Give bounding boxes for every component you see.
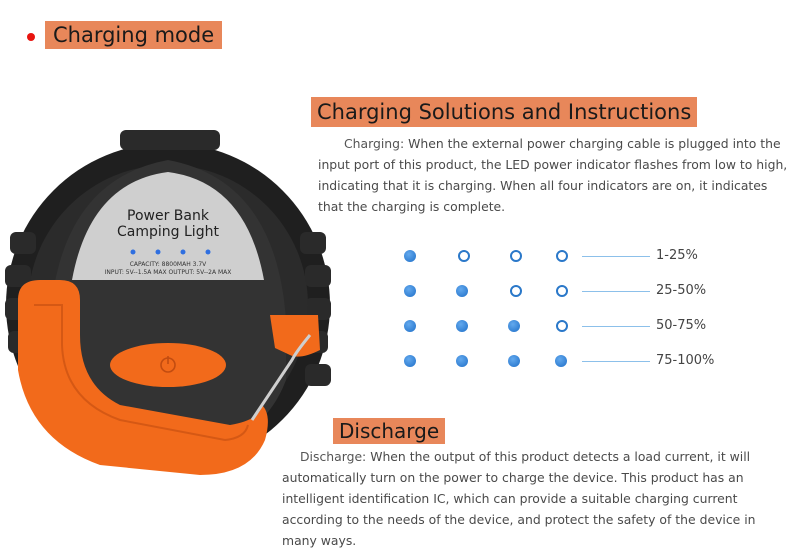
- handle-icon: [18, 280, 320, 475]
- label-panel: Power Bank Camping Light CAPACITY: 8800M…: [72, 172, 264, 280]
- discharge-lead: Discharge:: [300, 449, 367, 464]
- device-label-line1: Power Bank: [127, 208, 210, 224]
- indicator-on-icon: [456, 285, 468, 297]
- indicator-on-icon: [404, 250, 416, 262]
- indicator-off-icon: [556, 250, 568, 262]
- indicator-off-icon: [458, 250, 470, 262]
- level-label: 1-25%: [656, 248, 698, 263]
- power-bank-image: Power Bank Camping Light CAPACITY: 8800M…: [5, 130, 331, 475]
- bullet-icon: [27, 33, 35, 41]
- indicator-on-icon: [555, 355, 567, 367]
- page-title: Charging mode: [45, 21, 223, 49]
- indicator-on-icon: [404, 285, 416, 297]
- indicator-off-icon: [556, 320, 568, 332]
- leader-line: [582, 291, 650, 292]
- charging-text: When the external power charging cable i…: [318, 136, 788, 214]
- indicator-on-icon: [508, 320, 520, 332]
- charging-description: Charging: When the external power chargi…: [318, 133, 788, 217]
- power-button-icon: [110, 343, 226, 387]
- indicator-off-icon: [510, 285, 522, 297]
- level-label: 75-100%: [656, 353, 715, 368]
- leader-line: [582, 361, 650, 362]
- device-capacity: CAPACITY: 8800MAH 3.7V: [130, 261, 207, 268]
- indicator-on-icon: [456, 355, 468, 367]
- indicator-on-icon: [404, 320, 416, 332]
- section-title-solutions: Charging Solutions and Instructions: [311, 97, 698, 127]
- discharge-description: Discharge: When the output of this produ…: [282, 446, 794, 551]
- level-label: 50-75%: [656, 318, 707, 333]
- discharge-text: When the output of this product detects …: [282, 449, 756, 548]
- leader-line: [582, 256, 650, 257]
- indicator-off-icon: [510, 250, 522, 262]
- level-label: 25-50%: [656, 283, 707, 298]
- indicator-on-icon: [404, 355, 416, 367]
- indicator-off-icon: [556, 285, 568, 297]
- device-label-line2: Camping Light: [117, 224, 219, 240]
- indicator-on-icon: [456, 320, 468, 332]
- device-io: INPUT: 5V--1.5A MAX OUTPUT: 5V--2A MAX: [105, 269, 232, 276]
- indicator-on-icon: [508, 355, 520, 367]
- section-title-discharge: Discharge: [333, 418, 446, 444]
- leader-line: [582, 326, 650, 327]
- charging-lead: Charging:: [344, 136, 405, 151]
